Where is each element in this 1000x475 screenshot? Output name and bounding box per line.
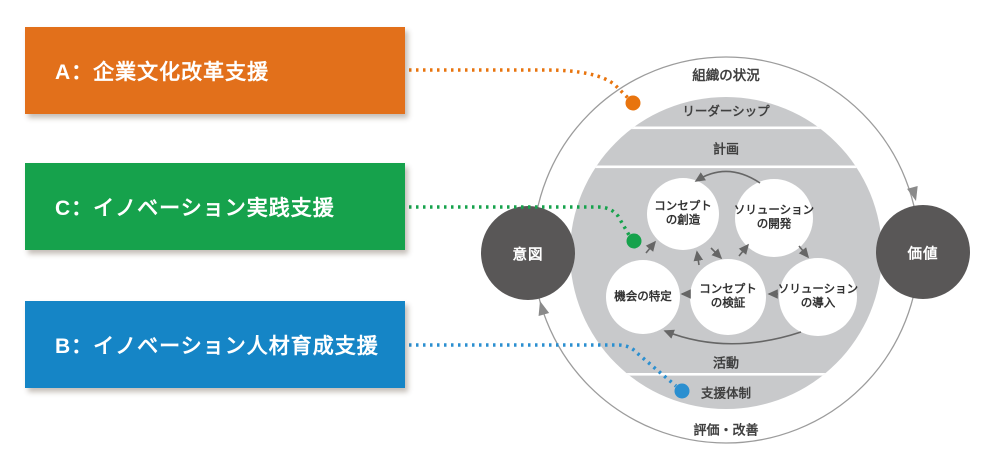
process-arrows	[645, 170, 810, 345]
arrowhead-into-intent	[538, 301, 550, 316]
legend-box-culture-reform: A：企業文化改革支援	[25, 27, 405, 114]
circle-opportunity-identification	[606, 260, 680, 334]
label-value: 価値	[907, 246, 939, 263]
label-solution-implementation: ソリューション の導入	[777, 283, 859, 310]
label-organization-context: 組織の状況	[692, 68, 760, 83]
legend-label-b: B：イノベーション人材育成支援	[55, 334, 379, 358]
label-evaluation-improvement: 評価・改善	[693, 422, 759, 438]
band-dividers	[570, 126, 882, 376]
legend-box-innovation-practice: C：イノベーション実践支援	[25, 163, 405, 250]
arrow-creation-to-validation	[710, 247, 723, 260]
label-support-system: 支援体制	[700, 386, 752, 401]
label-solution-development: ソリューション の開発	[733, 204, 815, 231]
arrow-development-to-implementation	[798, 245, 810, 259]
label-plan: 計画	[712, 141, 740, 157]
label-opportunity-identification: 機会の特定	[614, 290, 672, 303]
circle-solution-development	[735, 179, 813, 257]
node-value	[876, 205, 970, 299]
circle-solution-implementation	[779, 258, 857, 336]
label-intent: 意図	[512, 247, 544, 264]
connector-b-dot	[674, 383, 690, 399]
connector-a-dot	[625, 95, 641, 111]
legend-box-talent-development: B：イノベーション人材育成支援	[25, 301, 405, 388]
arrow-validation-to-development	[738, 243, 750, 257]
arrow-curve-development-to-creation	[694, 170, 761, 184]
connector-c-dot	[626, 233, 642, 249]
circle-concept-validation	[690, 259, 766, 335]
label-activity: 活動	[712, 355, 740, 371]
label-concept-creation: コンセプト の創造	[654, 200, 712, 227]
label-concept-validation: コンセプト の検証	[699, 283, 757, 310]
arrow-validation-to-creation	[693, 250, 704, 266]
label-leadership: リーダーシップ	[682, 104, 770, 119]
arrow-opportunity-to-creation	[645, 240, 657, 254]
arrowhead-into-value	[907, 186, 918, 201]
arrow-curve-implementation-to-opportunity	[663, 329, 802, 345]
legend-label-a: A：企業文化改革支援	[55, 60, 270, 84]
connector-a-line	[409, 68, 631, 101]
legend-label-c: C：イノベーション実践支援	[55, 196, 335, 220]
circle-concept-creation	[647, 178, 719, 250]
connector-c-line	[409, 205, 631, 236]
node-intent	[481, 206, 575, 300]
